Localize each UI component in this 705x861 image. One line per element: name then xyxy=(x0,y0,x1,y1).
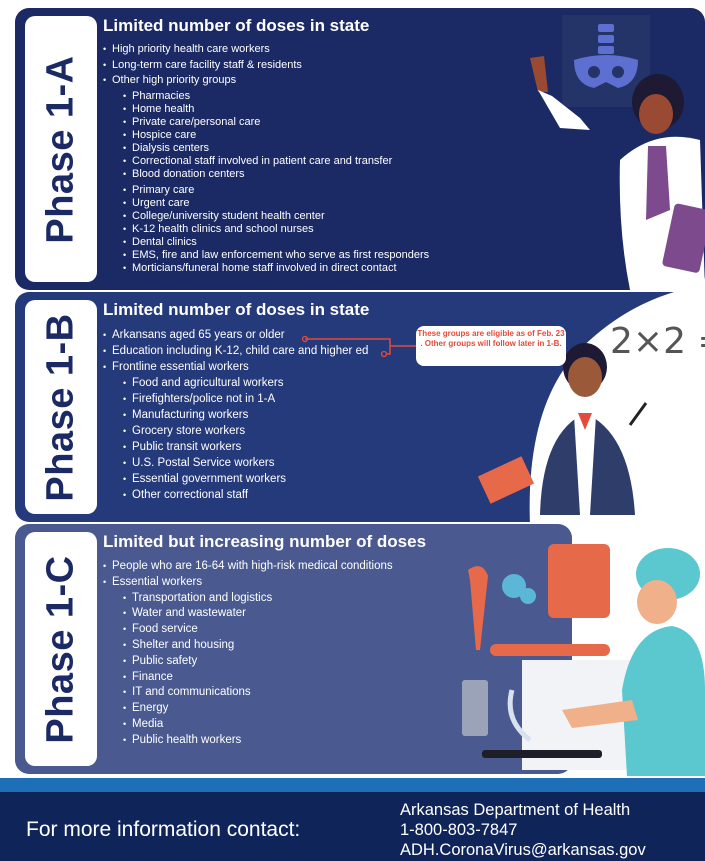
footer-stripe xyxy=(0,778,705,792)
phase-1b-tab: Phase 1-B xyxy=(25,300,97,514)
org-name: Arkansas Department of Health xyxy=(400,801,631,819)
phase-1c-content: Limited but increasing number of doses P… xyxy=(103,532,426,749)
list-item: Essential workers xyxy=(103,575,426,591)
phase-1c-tab: Phase 1-C xyxy=(25,532,97,766)
phase-1a-heading: Limited number of doses in state xyxy=(103,16,370,35)
footer-label: For more information contact: xyxy=(26,818,301,841)
list-item: Frontline essential workers xyxy=(103,359,369,375)
eligibility-callout: These groups are eligible as of Feb. 23 … xyxy=(416,326,566,366)
list-item: Manufacturing workers xyxy=(123,407,369,423)
list-item: Grocery store workers xyxy=(123,423,369,439)
list-item: Urgent care xyxy=(123,197,429,210)
callout-text: These groups are eligible as of Feb. 23 … xyxy=(417,329,565,348)
phase-1b-content: Limited number of doses in state Arkansa… xyxy=(103,300,369,503)
list-item: Long-term care facility staff & resident… xyxy=(103,59,429,72)
footer: For more information contact: Arkansas D… xyxy=(0,792,705,861)
list-item: Public transit workers xyxy=(123,439,369,455)
contact-info: Arkansas Department of Health 1-800-803-… xyxy=(400,800,646,860)
teacher-illustration: 2×2 = 4 xyxy=(477,285,705,525)
chef-illustration xyxy=(462,544,705,776)
list-item: K-12 health clinics and school nurses xyxy=(123,223,429,236)
list-item: Finance xyxy=(123,670,426,686)
phone-number[interactable]: 1-800-803-7847 xyxy=(400,821,518,839)
list-item: Dialysis centers xyxy=(123,142,429,155)
list-item: Dental clinics xyxy=(123,236,429,249)
list-item: People who are 16-64 with high-risk medi… xyxy=(103,559,426,575)
list-item: Correctional staff involved in patient c… xyxy=(123,155,429,168)
list-item: EMS, fire and law enforcement who serve … xyxy=(123,249,429,262)
list-item: Media xyxy=(123,717,426,733)
list-item: Food service xyxy=(123,622,426,638)
list-item: Arkansans aged 65 years or older xyxy=(103,327,369,343)
list-item: Hospice care xyxy=(123,129,429,142)
list-item: Firefighters/police not in 1-A xyxy=(123,391,369,407)
list-item: Public safety xyxy=(123,654,426,670)
phase-1a-tab: Phase 1-A xyxy=(25,16,97,282)
list-item: Home health xyxy=(123,103,429,116)
phase-1c-heading: Limited but increasing number of doses xyxy=(103,532,427,551)
phase-1c-title: Phase 1-C xyxy=(39,554,82,744)
list-item: Private care/personal care xyxy=(123,116,429,129)
phase-1a-title: Phase 1-A xyxy=(39,54,82,244)
list-item: U.S. Postal Service workers xyxy=(123,455,369,471)
list-item: Water and wastewater xyxy=(123,606,426,622)
email-link[interactable]: ADH.CoronaVirus@arkansas.gov xyxy=(400,841,646,859)
list-item: High priority health care workers xyxy=(103,43,429,56)
doctor-illustration xyxy=(530,15,705,290)
list-item: IT and communications xyxy=(123,685,426,701)
list-item: Energy xyxy=(123,701,426,717)
phase-1a-content: Limited number of doses in state High pr… xyxy=(103,16,429,275)
list-item: College/university student health center xyxy=(123,210,429,223)
list-item: Transportation and logistics xyxy=(123,591,426,607)
list-item: Shelter and housing xyxy=(123,638,426,654)
phase-1b-title: Phase 1-B xyxy=(39,312,82,502)
list-item: Pharmacies xyxy=(123,90,429,103)
list-item: Public health workers xyxy=(123,733,426,749)
list-item: Morticians/funeral home staff involved i… xyxy=(123,262,429,275)
callout-connector xyxy=(301,335,416,358)
list-item: Other correctional staff xyxy=(123,487,369,503)
list-item: Education including K-12, child care and… xyxy=(103,343,369,359)
board-text: 2×2 = 4 xyxy=(610,321,705,362)
list-item: Essential government workers xyxy=(123,471,369,487)
list-item: Blood donation centers xyxy=(123,168,429,181)
phase-1b-heading: Limited number of doses in state xyxy=(103,300,370,319)
list-item: Primary care xyxy=(123,184,429,197)
list-item: Other high priority groups xyxy=(103,74,429,87)
list-item: Food and agricultural workers xyxy=(123,375,369,391)
